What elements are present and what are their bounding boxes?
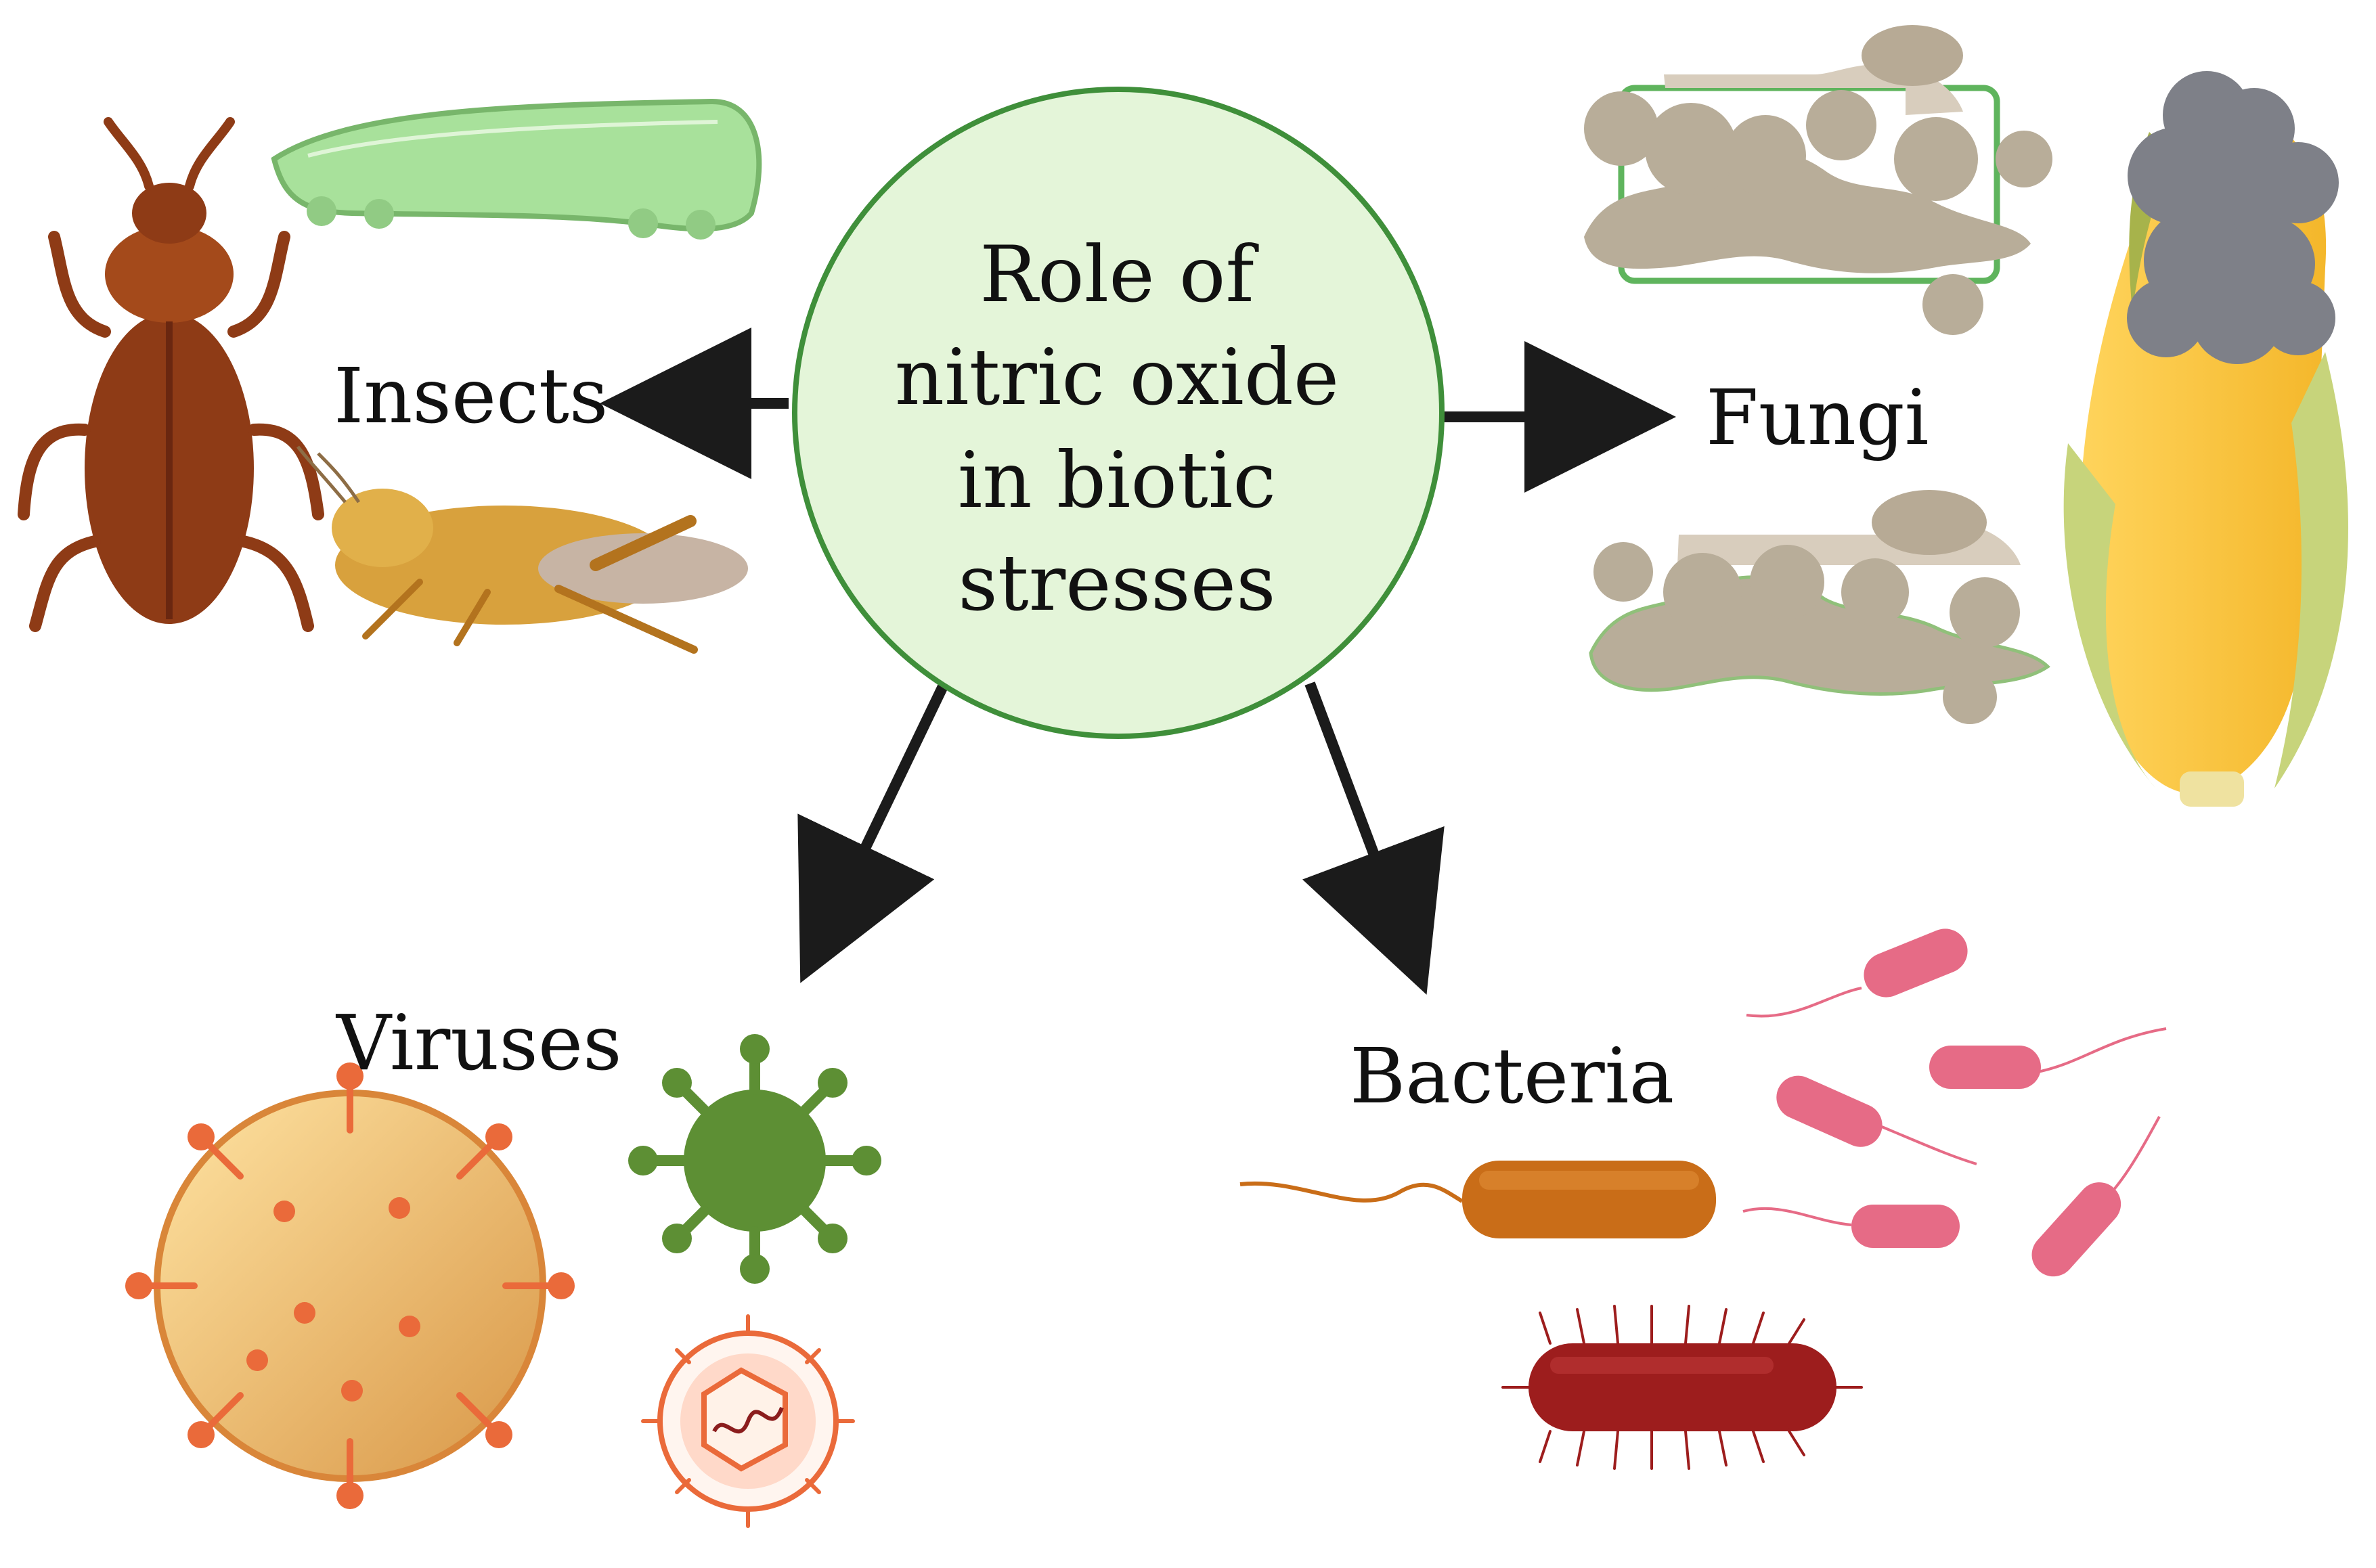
virus-cross-section-icon bbox=[643, 1316, 853, 1526]
center-title: Role of nitric oxide in biotic stresses bbox=[792, 223, 1442, 635]
fungi-label: Fungi bbox=[1706, 380, 1929, 456]
viruses-arrow bbox=[819, 684, 944, 944]
insects-label: Insects bbox=[334, 359, 608, 434]
center-title-line-4: stresses bbox=[792, 532, 1442, 635]
fungal-hyphae-icon bbox=[1584, 25, 2052, 335]
flagellated-rod-bacterium-icon bbox=[1240, 1161, 1716, 1238]
pink-bacteria-icon bbox=[1743, 922, 2166, 1285]
center-title-line-3: in biotic bbox=[792, 429, 1442, 532]
bacteria-arrow bbox=[1310, 684, 1411, 954]
green-virus-icon bbox=[628, 1034, 881, 1284]
center-title-line-1: Role of bbox=[792, 223, 1442, 326]
center-title-line-2: nitric oxide bbox=[792, 326, 1442, 429]
grasshopper-icon bbox=[298, 447, 748, 650]
fungal-spores-icon bbox=[1591, 490, 2048, 724]
caterpillar-icon bbox=[274, 102, 759, 240]
bacteria-label: Bacteria bbox=[1350, 1039, 1674, 1115]
viruses-label: Viruses bbox=[336, 1006, 622, 1081]
moldy-corn-icon bbox=[2064, 71, 2348, 807]
red-spiky-bacterium-icon bbox=[1503, 1306, 1862, 1469]
beetle-icon bbox=[24, 122, 318, 626]
orange-spiked-virus-icon bbox=[125, 1062, 575, 1509]
